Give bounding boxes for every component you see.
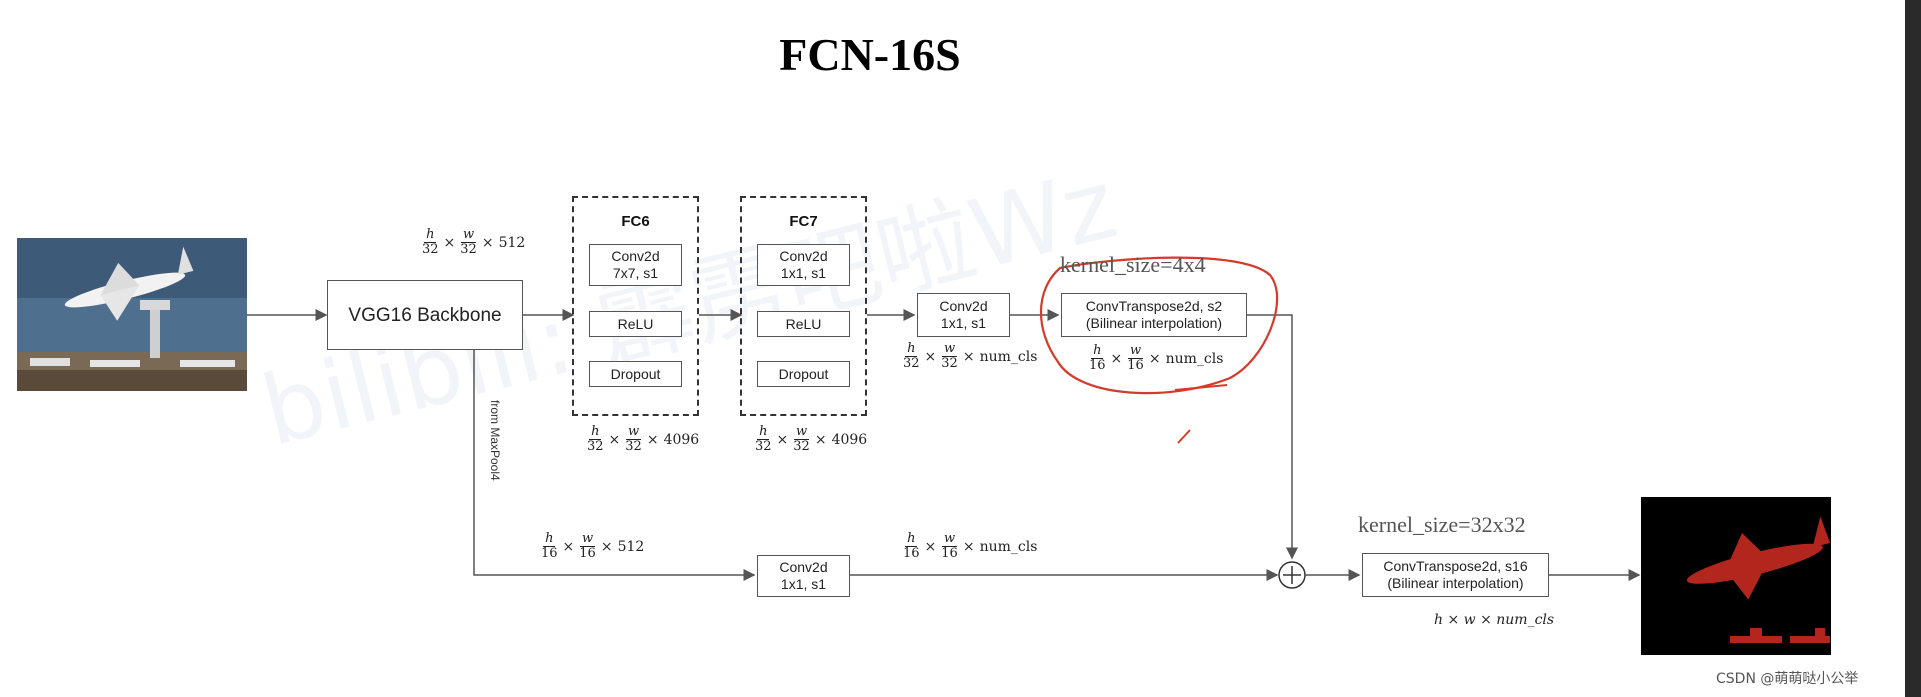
upsample2-kernel-label: kernel_size=4x4: [1060, 252, 1206, 277]
red-annotation-circle: [1039, 256, 1279, 395]
vgg16-backbone-box: VGG16 Backbone: [327, 280, 523, 350]
fc7-title: FC7: [789, 213, 818, 230]
red-pen-mark: [1177, 429, 1191, 444]
right-edge-bar: [1905, 0, 1921, 697]
csdn-credit: CSDN @萌萌哒小公举: [1716, 671, 1859, 687]
input-airplane-photo: [17, 238, 247, 391]
final-output-dim: h × w × num_cls: [1434, 612, 1555, 628]
fc7-group: [740, 196, 867, 416]
fc6-conv-box: Conv2d 7x7, s1: [589, 244, 682, 286]
skip-source-label: from MaxPool4: [488, 400, 502, 481]
skip-conv-box: Conv2d 1x1, s1: [757, 555, 850, 597]
fc6-group: [572, 196, 699, 416]
fc6-dropout-box: Dropout: [589, 361, 682, 387]
fc6-title: FC6: [621, 213, 650, 230]
fc7-dropout-box: Dropout: [757, 361, 850, 387]
upsample16-box: ConvTranspose2d, s16 (Bilinear interpola…: [1362, 553, 1549, 597]
upsample16-kernel-label: kernel_size=32x32: [1358, 512, 1526, 537]
add-node: [1278, 561, 1306, 589]
upsample2-box: ConvTranspose2d, s2 (Bilinear interpolat…: [1061, 293, 1247, 337]
fc6-relu-box: ReLU: [589, 311, 682, 337]
fc7-relu-box: ReLU: [757, 311, 850, 337]
score-conv-box: Conv2d 1x1, s1: [917, 293, 1010, 337]
output-segmentation-mask: [1641, 497, 1831, 655]
diagram-title: FCN-16S: [779, 29, 961, 80]
fc7-conv-box: Conv2d 1x1, s1: [757, 244, 850, 286]
